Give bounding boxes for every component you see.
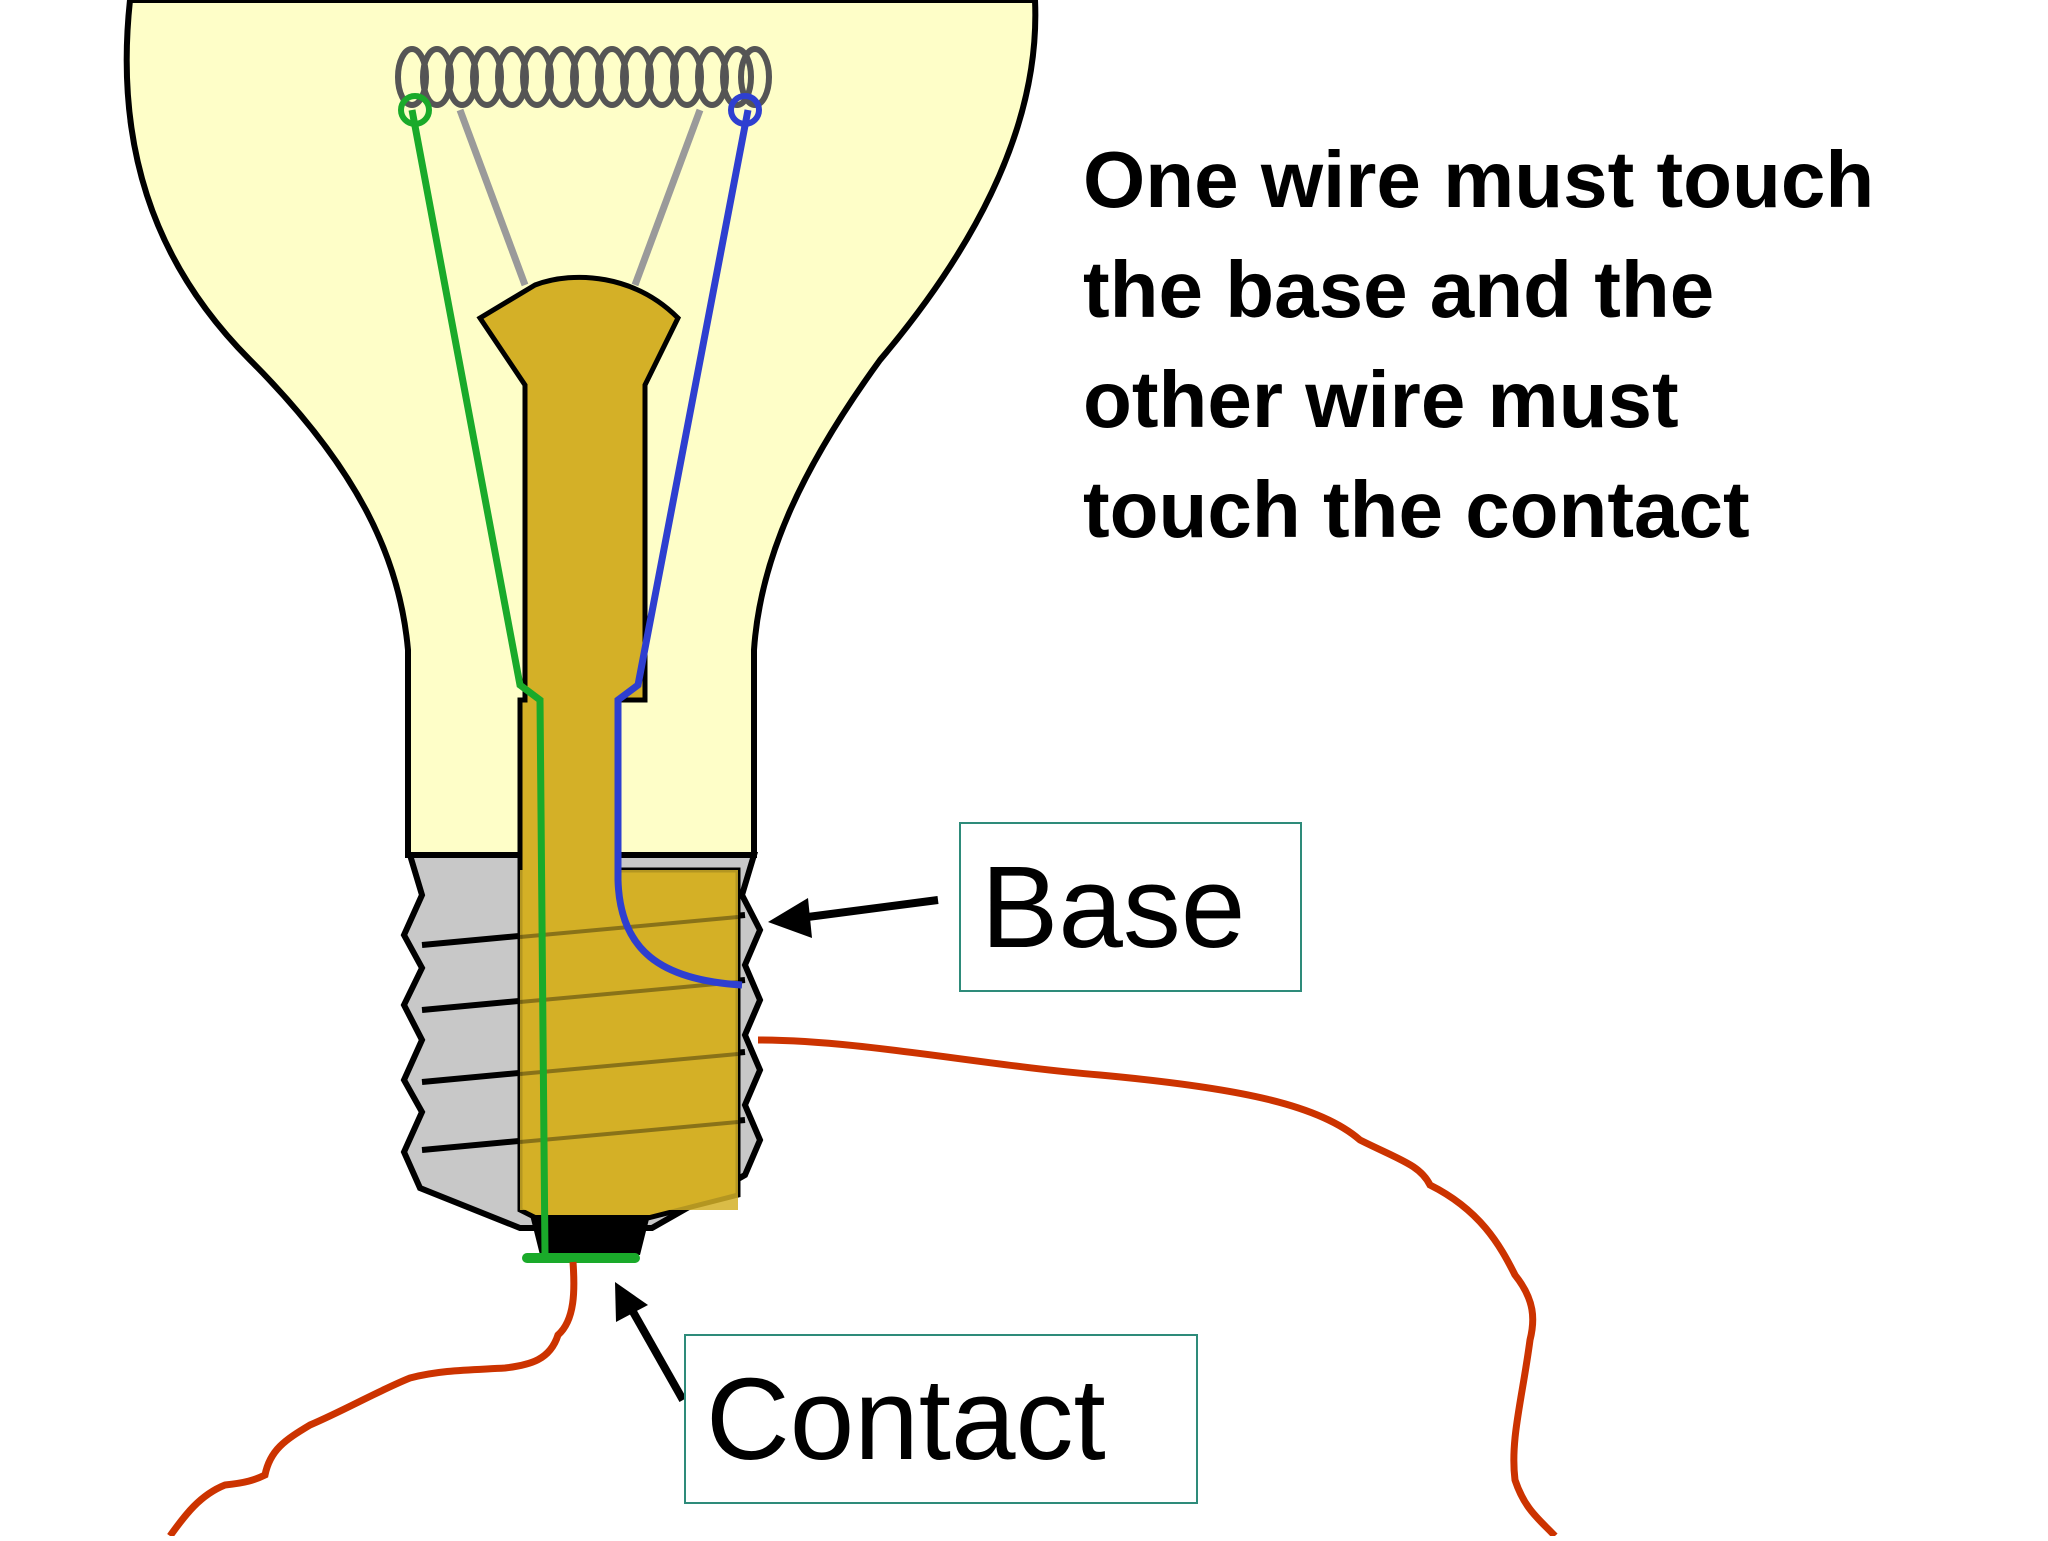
instruction-text: One wire must touch the base and the oth… [1083, 125, 2023, 565]
green-wire-hook [398, 93, 432, 127]
blue-wire [614, 109, 752, 989]
red-wire-base [757, 1036, 1558, 1539]
support-wires [456, 108, 704, 287]
instruction-line-4: touch the contact [1083, 465, 1750, 554]
contact-arrow [615, 1282, 687, 1402]
bottom-contact-plate [530, 1215, 650, 1255]
filament-coil [395, 46, 772, 108]
red-wire-contact [167, 1261, 578, 1539]
instruction-line-2: the base and the [1083, 245, 1715, 334]
instruction-line-1: One wire must touch [1083, 135, 1875, 224]
contact-label: Contact [684, 1334, 1198, 1504]
instruction-line-3: other wire must [1083, 355, 1679, 444]
blue-wire-hook [728, 93, 762, 127]
base-label: Base [959, 822, 1302, 992]
green-wire [408, 109, 549, 1256]
base-arrow [768, 896, 939, 938]
